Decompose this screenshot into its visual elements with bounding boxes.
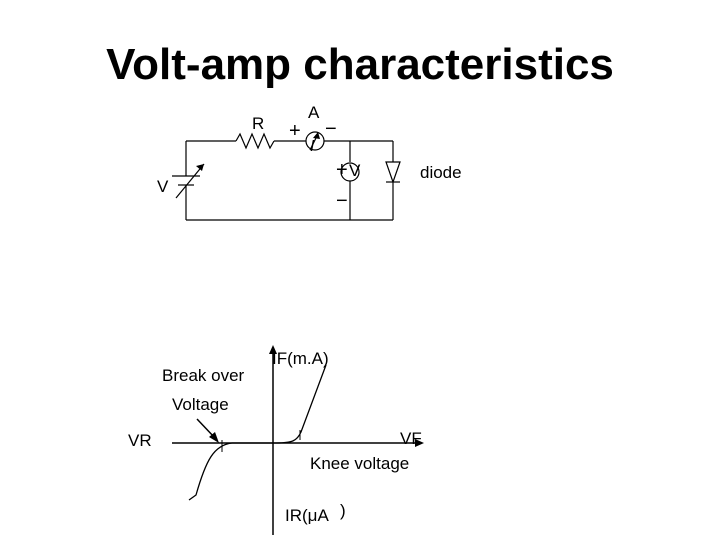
- knee-voltage-label: Knee voltage: [310, 454, 409, 473]
- ammeter-plus-sign: +: [289, 120, 301, 142]
- y-positive-label: IF(m.A): [272, 349, 329, 368]
- y-axis-arrow-head: [269, 345, 277, 354]
- x-positive-label: VF: [400, 429, 422, 448]
- slide-title: Volt-amp characteristics: [106, 40, 614, 89]
- voltmeter-plus-sign: +: [336, 159, 348, 181]
- source-label: V: [157, 177, 169, 196]
- breakover-arrow-head: [209, 432, 219, 443]
- diode-label: diode: [420, 163, 462, 182]
- ammeter-symbol: I: [310, 138, 315, 155]
- y-negative-label: IR(μA: [285, 506, 329, 525]
- source-variable-arrow: [175, 163, 205, 199]
- reverse-curve: [188, 442, 233, 501]
- diode-triangle: [385, 161, 401, 184]
- forward-curve: [232, 364, 327, 444]
- x-axis-arrow-head: [415, 439, 424, 447]
- breakover-label-line2: Voltage: [172, 395, 229, 414]
- source-arrow-head: [196, 164, 204, 171]
- voltmeter-label: V: [349, 161, 361, 180]
- ammeter-arrow-head: [313, 132, 320, 139]
- ammeter-label: A: [308, 103, 320, 122]
- x-negative-label: VR: [128, 431, 152, 450]
- resistor-label: R: [252, 114, 264, 133]
- voltmeter-minus-sign: −: [336, 190, 348, 212]
- y-negative-paren: ): [340, 501, 346, 520]
- ammeter-minus-sign: −: [325, 118, 337, 140]
- resistor: [235, 132, 275, 150]
- breakover-label-line1: Break over: [162, 366, 245, 385]
- circuit: [172, 131, 401, 221]
